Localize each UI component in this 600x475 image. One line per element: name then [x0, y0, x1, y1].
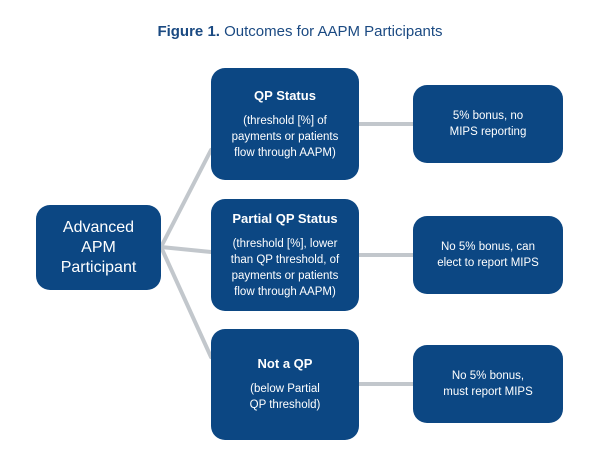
qp-outcome-text: 5% bonus, no MIPS reporting — [449, 110, 527, 138]
figure-label: Figure 1. — [157, 23, 220, 40]
advanced-apm-participant-box: Advanced APM Participant — [36, 205, 161, 290]
qp-status-description: (threshold [%] of payments or patients f… — [231, 114, 339, 159]
qp-status-box: QP Status (threshold [%] of payments or … — [211, 68, 359, 180]
connector-root-to-qp — [159, 148, 213, 249]
not-a-qp-outcome-box: No 5% bonus, must report MIPS — [413, 345, 563, 423]
figure-title: Figure 1. Outcomes for AAPM Participants — [0, 22, 600, 42]
connector-root-to-not-qp — [159, 245, 213, 359]
not-a-qp-heading: Not a QP — [257, 356, 313, 371]
partial-qp-status-description: (threshold [%], lower than QP threshold,… — [230, 237, 340, 298]
qp-outcome-box: 5% bonus, no MIPS reporting — [413, 85, 563, 163]
advanced-apm-participant-label: Advanced APM Participant — [60, 218, 137, 276]
partial-qp-status-heading: Partial QP Status — [232, 210, 338, 226]
partial-qp-outcome-box: No 5% bonus, can elect to report MIPS — [413, 216, 563, 294]
not-a-qp-description: (below Partial QP threshold) — [249, 383, 321, 411]
partial-qp-status-box: Partial QP Status (threshold [%], lower … — [211, 199, 359, 311]
figure-title-text: Outcomes for AAPM Participants — [224, 23, 443, 40]
not-a-qp-outcome-text: No 5% bonus, must report MIPS — [443, 370, 533, 398]
partial-qp-outcome-text: No 5% bonus, can elect to report MIPS — [437, 241, 539, 269]
not-a-qp-box: Not a QP (below Partial QP threshold) — [211, 329, 359, 440]
qp-status-heading: QP Status — [254, 87, 316, 103]
connector-root-to-partial-qp — [159, 245, 213, 254]
